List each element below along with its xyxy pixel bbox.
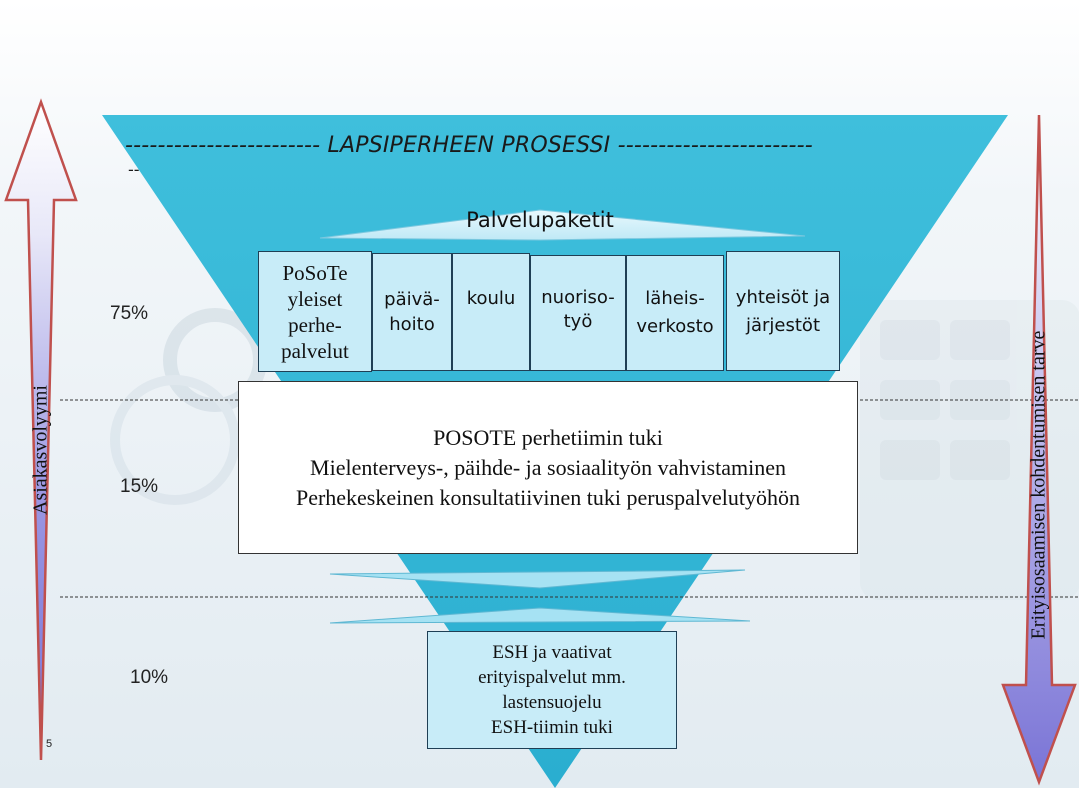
transition-arrow-up [329,607,751,624]
service-box-posote: PoSoTe yleiset perhe- palvelut [258,251,372,372]
packages-label: Palvelupaketit [466,208,614,232]
perhetiimi-support-box: POSOTE perhetiimin tuki Mielenterveys-, … [238,381,858,554]
service-box-line: yhteisöt ja [735,287,831,308]
percentage-15: 15% [120,476,159,497]
right-expertise-arrow [1001,114,1077,786]
packages-triangle [319,209,806,241]
service-box-line: perhe- [288,312,342,337]
title-dashes-right: ------------------------ [617,133,813,158]
esh-services-box: ESH ja vaativat erityispalvelut mm. last… [427,631,677,749]
service-box-line: hoito [389,314,435,335]
service-box-line: PoSoTe [282,260,348,285]
service-box-yhteisot: yhteisöt ja järjestöt [726,251,840,371]
right-axis-label: Erityisosaamisen kohdentumisen tarve [1027,330,1050,640]
percentage-10: 10% [130,667,169,688]
service-box-line: nuoriso- [541,287,615,308]
process-title: LAPSIPERHEEN PROSESSI [327,133,611,158]
service-box-line: verkosto [636,316,714,337]
support-line-3: Perhekeskeinen konsultatiivinen tuki per… [295,484,801,510]
service-box-line: läheis- [645,288,705,309]
left-volume-arrow [4,98,78,761]
page-number: 5 [46,738,53,750]
service-box-koulu: koulu [452,253,530,371]
service-box-line: työ [563,311,593,332]
esh-line-4: ESH-tiimin tuki [491,717,613,738]
left-axis-label: Asiakasvolyymi [29,385,52,515]
service-box-line: yleiset [287,286,343,311]
esh-line-1: ESH ja vaativat [492,642,612,663]
support-line-2: Mielenterveys-, päihde- ja sosiaalityön … [310,454,786,480]
percentage-75: 75% [110,303,149,324]
service-box-line: palvelut [281,338,349,363]
support-line-1: POSOTE perhetiimin tuki [433,424,663,450]
service-box-laheisverkosto: läheis- verkosto [626,255,724,371]
service-box-line: päivä- [384,289,440,310]
service-box-nuorisotyo: nuoriso- työ [530,255,626,371]
service-box-paivahoito: päivä- hoito [372,253,452,371]
title-dashes-wrap: -- [128,160,140,179]
process-title-row: ------------------------ LAPSIPERHEEN PR… [125,133,955,158]
title-dashes-left: ------------------------ [125,133,321,158]
service-box-line: koulu [466,288,516,309]
service-box-line: järjestöt [745,315,820,336]
esh-line-3: lastensuojelu [502,692,602,713]
transition-arrow-down [329,569,746,589]
esh-line-2: erityispalvelut mm. [478,667,626,688]
